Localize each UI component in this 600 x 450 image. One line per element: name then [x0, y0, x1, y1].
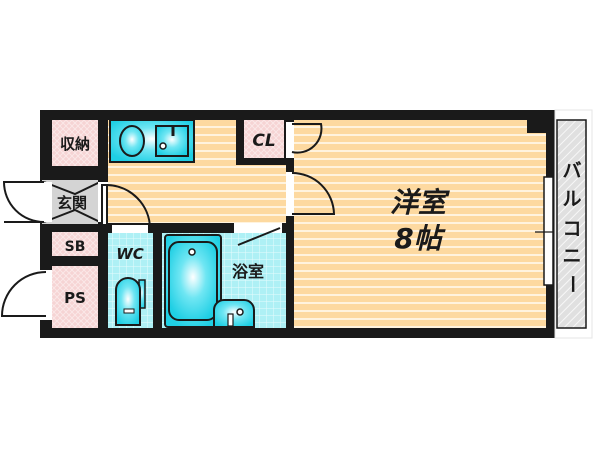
room-storage: [52, 120, 98, 166]
svg-text:ニ: ニ: [562, 245, 581, 267]
entrance-door-gap: [40, 182, 52, 222]
room-shoe-box: [52, 232, 98, 256]
svg-text:ル: ル: [562, 188, 581, 210]
toilet-seat-icon: [123, 308, 135, 314]
washbasin-icon: [213, 299, 255, 328]
shoe-box-label: SB: [65, 239, 86, 255]
wall-divider-wet: [107, 223, 294, 233]
room-pipe-space: [52, 266, 98, 328]
balcony-label: バ ル コ ニ ー: [561, 160, 583, 294]
closet-door[interactable]: [291, 123, 323, 154]
toilet-bowl-icon: [115, 277, 141, 326]
room-western: [294, 120, 546, 328]
toilet-label: WC: [116, 245, 144, 263]
wall-divider-wc-bath: [153, 233, 162, 328]
room-corner-pillar: [527, 120, 546, 133]
svg-text:ー: ー: [561, 274, 583, 293]
stove-icon: [119, 125, 145, 157]
room-door[interactable]: [291, 172, 336, 215]
drain-icon: [159, 142, 167, 150]
western-room-size: 8帖: [394, 222, 445, 255]
svg-text:バ: バ: [562, 160, 581, 182]
bathroom-label: 浴室: [232, 262, 264, 281]
closet-label: CL: [252, 131, 275, 151]
pipe-space-label: PS: [64, 289, 86, 307]
wall-storage-entrance: [40, 166, 108, 180]
entrance-step-lines: [43, 181, 101, 223]
pipe-space-door[interactable]: [0, 271, 47, 317]
svg-text:コ: コ: [562, 218, 581, 240]
room-closet: [244, 120, 284, 158]
hall-door[interactable]: [101, 184, 151, 229]
balcony: [556, 119, 587, 329]
western-room-label: 洋室: [390, 186, 450, 219]
balcony-window[interactable]: [543, 176, 554, 286]
entrance-door[interactable]: [2, 181, 45, 223]
bathroom-door[interactable]: [237, 227, 281, 246]
storage-label: 収納: [60, 135, 90, 153]
entrance-label: 玄関: [57, 194, 87, 212]
